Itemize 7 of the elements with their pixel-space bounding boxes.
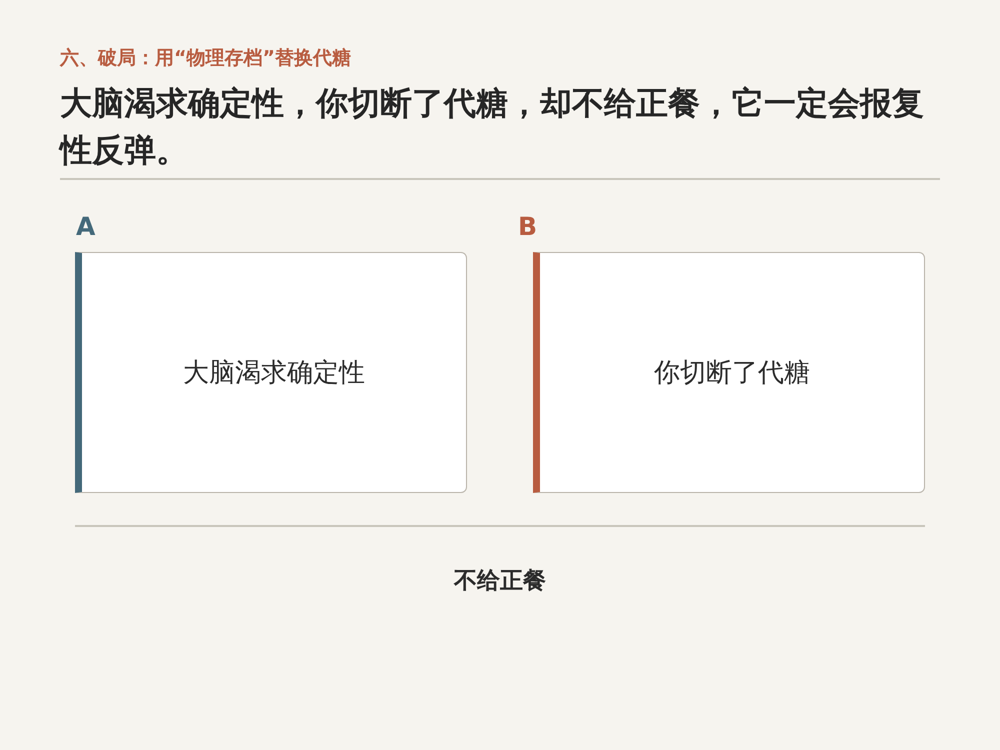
page-title: 大脑渴求确定性，你切断了代糖，却不给正餐，它一定会报复性反弹。: [60, 83, 925, 171]
card-text: 大脑渴求确定性: [183, 356, 365, 388]
summary-text: 不给正餐: [452, 567, 547, 596]
card-text: 你切断了代糖: [654, 356, 810, 388]
option-letter: B: [518, 212, 538, 242]
section-kicker: 六、破局：用“物理存档”替换代糖: [60, 46, 351, 71]
option-letter: A: [76, 212, 96, 242]
